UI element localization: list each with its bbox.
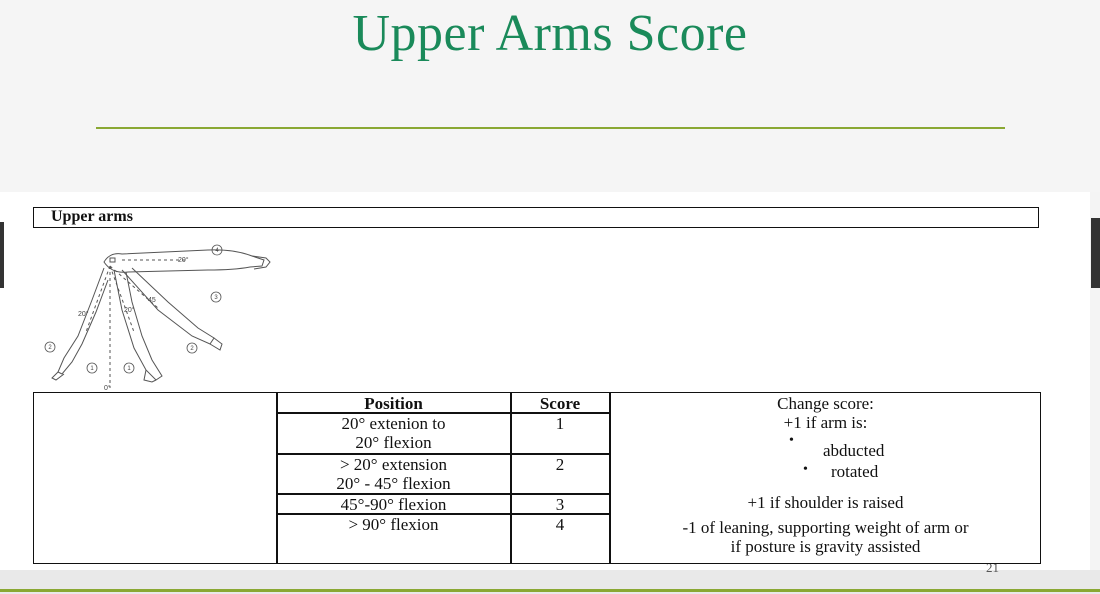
table-hline-4 — [276, 513, 611, 515]
bullet-dot-2: • — [803, 462, 808, 477]
footer-divider — [0, 589, 1100, 592]
row2-position: > 20° extension 20° - 45° flexion — [277, 455, 510, 493]
region-num-3: 3 — [214, 295, 218, 301]
arm-horizontal-outline — [103, 249, 265, 273]
score-table: Position Score 20° extenion to 20° flexi… — [33, 392, 1041, 564]
flexion-dashed-line — [109, 265, 135, 333]
hand-down-outline — [143, 369, 157, 383]
left-edge-bar — [0, 222, 4, 288]
title-band — [0, 0, 1100, 192]
diagram-label-3: 20° — [124, 306, 135, 314]
change-minus-line2: if posture is gravity assisted — [730, 537, 921, 556]
change-plus-arm: +1 if arm is: — [783, 413, 868, 432]
arm-45-outline — [121, 267, 215, 345]
diagram-label-1: 20° — [178, 256, 189, 264]
header-score: Score — [539, 394, 581, 413]
diagram-label-2: 20° — [78, 310, 89, 318]
row2-score: 2 — [555, 455, 565, 474]
table-hline-1 — [276, 412, 611, 414]
hand-horizontal-outline — [251, 255, 271, 270]
table-vline-1 — [276, 393, 278, 563]
bullet-abducted: abducted — [823, 441, 885, 460]
row1-score: 1 — [555, 414, 565, 433]
bullet-dot-1: • — [789, 433, 794, 448]
region-marker-1b — [123, 362, 135, 374]
section-label: Upper arms — [51, 208, 133, 225]
row4-position: > 90° flexion — [348, 515, 439, 534]
region-num-2a: 2 — [48, 345, 52, 351]
region-num-2b: 2 — [190, 346, 194, 352]
region-marker-2b — [186, 342, 198, 354]
region-num-4: 4 — [215, 248, 219, 254]
arm-position-diagram: 20° 20° 20° 45 0° 1 1 2 2 3 4 — [44, 244, 271, 392]
region-num-1a: 1 — [90, 366, 94, 372]
angle45-dashed-line — [109, 265, 159, 309]
region-marker-1a — [86, 362, 98, 374]
diagram-label-4: 45 — [148, 297, 156, 304]
region-marker-4 — [211, 244, 223, 256]
change-minus-line1: -1 of leaning, supporting weight of arm … — [682, 518, 969, 537]
right-edge-bar — [1091, 218, 1100, 288]
row3-position: 45°-90° flexion — [340, 495, 447, 514]
header-position: Position — [364, 394, 423, 413]
arm-down-outline — [113, 269, 163, 381]
hand-45-outline — [209, 337, 223, 351]
region-num-1b: 1 — [127, 366, 131, 372]
hand-extension-outline — [51, 371, 65, 381]
row1-position-line2: 20° flexion — [355, 433, 432, 452]
title-divider — [96, 127, 1005, 129]
table-vline-3 — [609, 393, 611, 563]
bullet-rotated: rotated — [831, 462, 879, 481]
shoulder-joint-marker — [109, 257, 116, 263]
region-marker-2a — [44, 341, 56, 353]
row1-position-line1: 20° extenion to — [341, 414, 446, 433]
table-hline-3 — [276, 493, 611, 495]
row3-score: 3 — [555, 495, 565, 514]
row4-score: 4 — [555, 515, 565, 534]
table-hline-2 — [276, 453, 611, 455]
change-title: Change score: — [777, 394, 874, 413]
diagram-label-5: 0° — [104, 384, 111, 392]
change-plus-shoulder: +1 if shoulder is raised — [747, 493, 904, 512]
slide-title: Upper Arms Score — [352, 5, 748, 62]
arm-extension-outline — [57, 267, 109, 375]
row2-position-line1: > 20° extension — [339, 455, 448, 474]
section-header: Upper arms — [33, 207, 1039, 228]
row2-position-line2: 20° - 45° flexion — [336, 474, 451, 493]
region-marker-3 — [210, 291, 222, 303]
table-vline-2 — [510, 393, 512, 563]
extension-dashed-line — [85, 265, 111, 333]
row1-position: 20° extenion to 20° flexion — [277, 414, 510, 452]
